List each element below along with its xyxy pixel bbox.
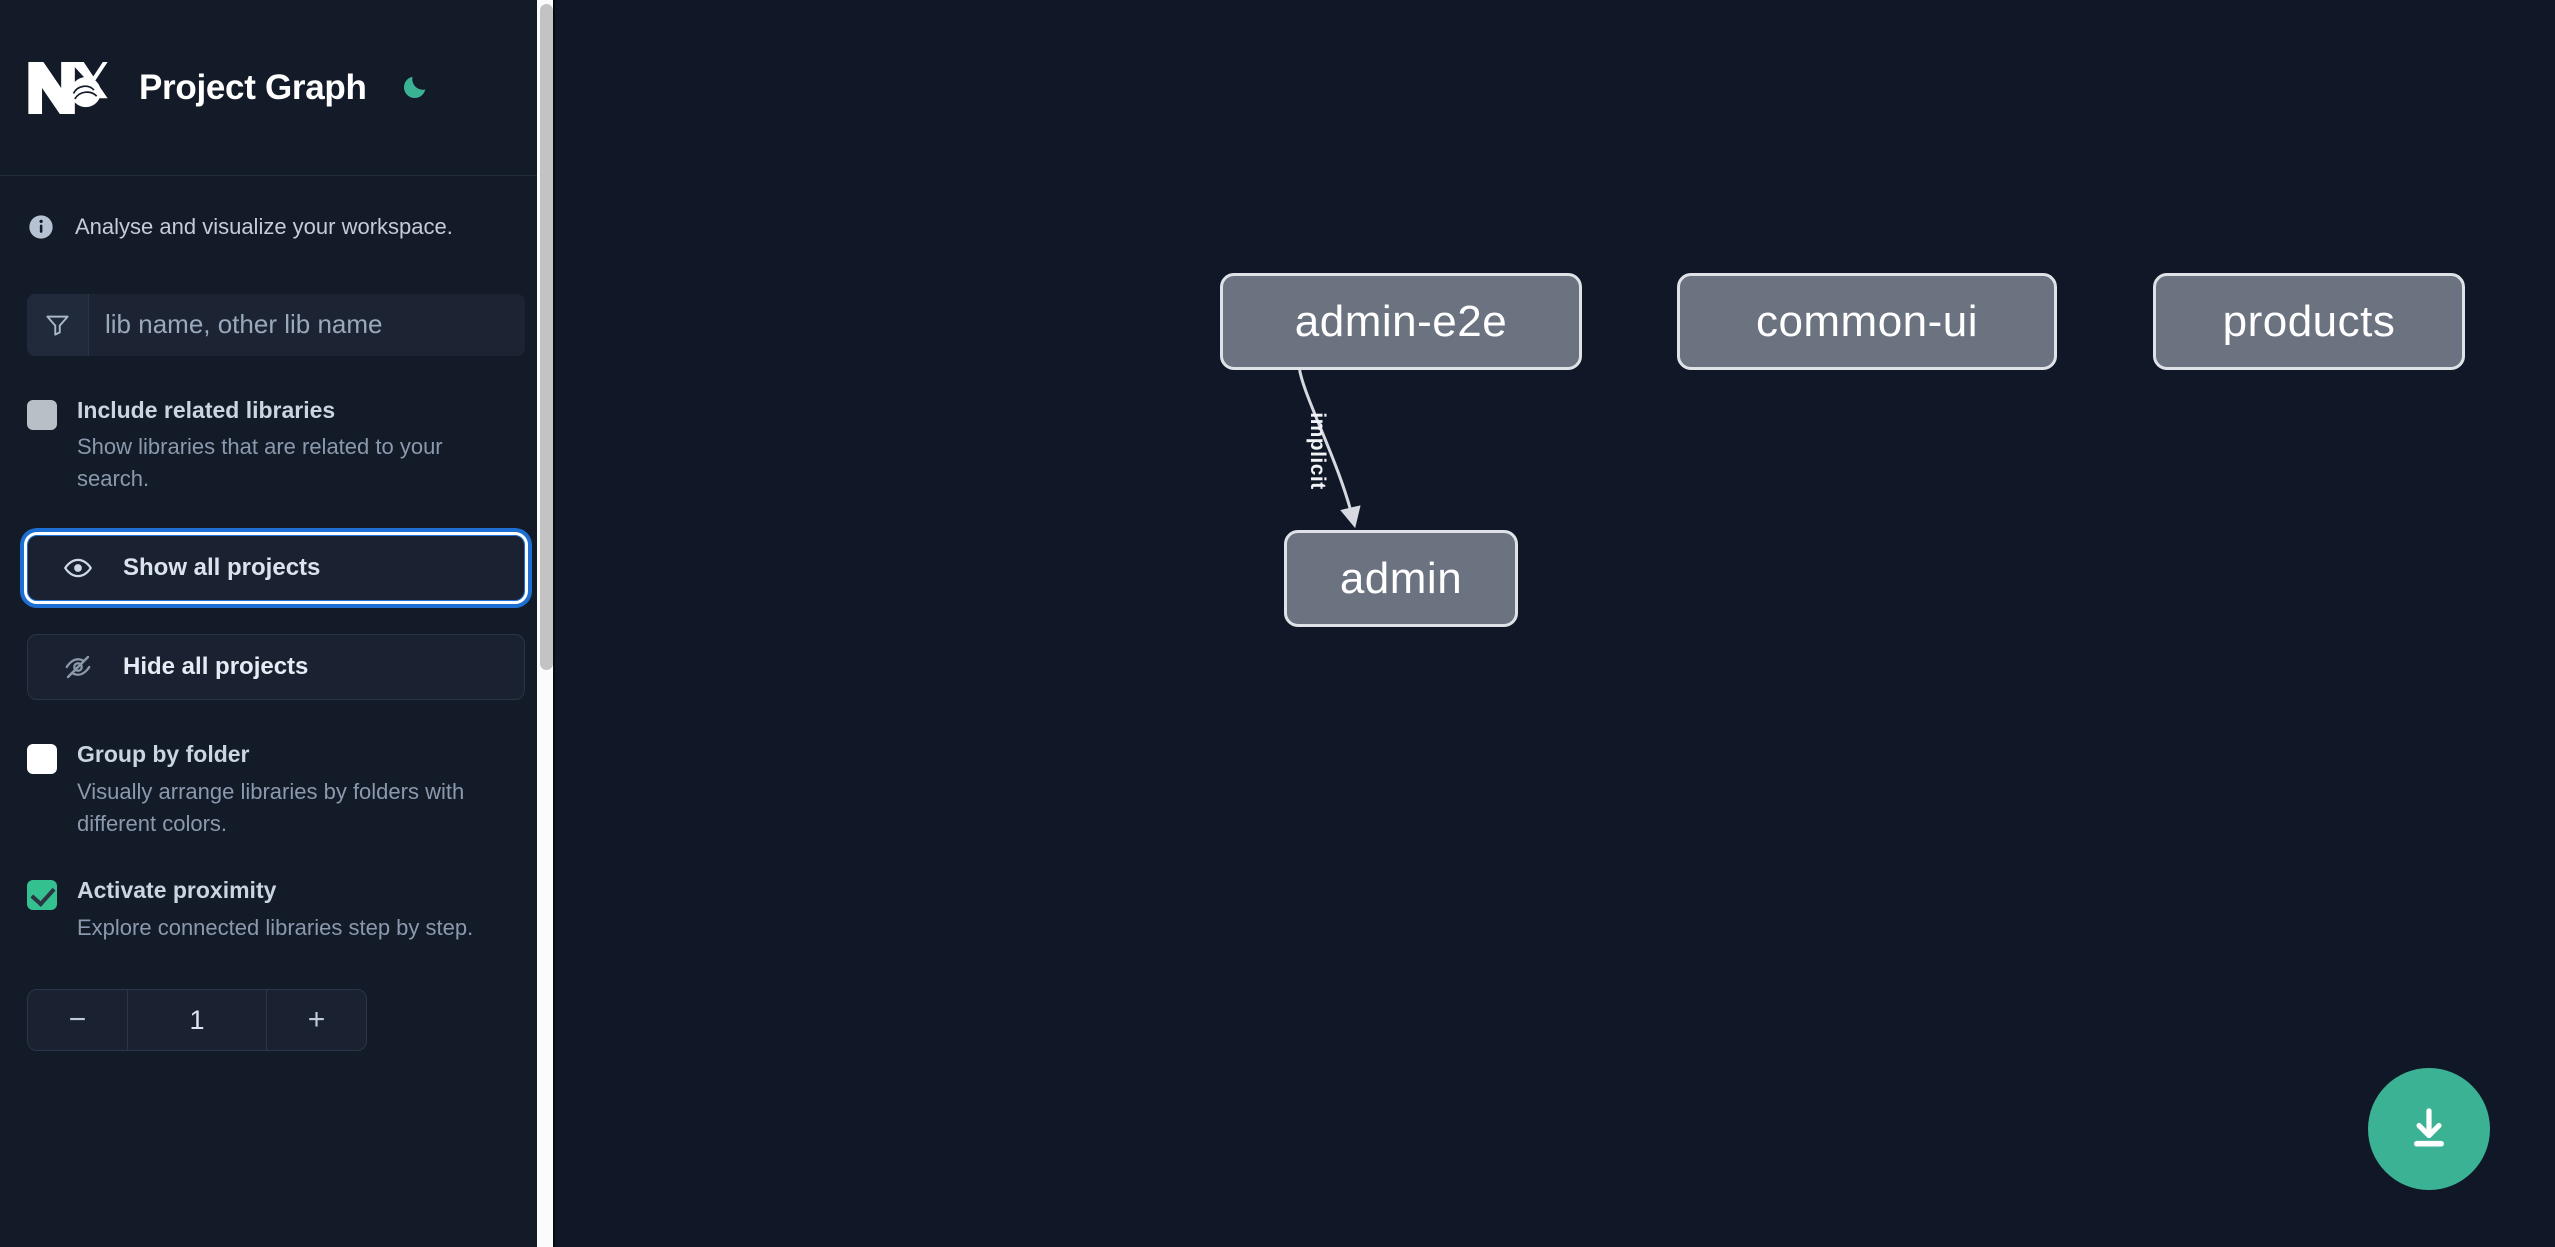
graph-node-common-ui[interactable]: common-ui [1677, 273, 2057, 370]
hide-all-projects-label: Hide all projects [123, 653, 309, 681]
search-input[interactable] [89, 293, 525, 356]
group-by-folder-checkbox[interactable] [27, 744, 57, 775]
activate-proximity-description: Explore connected libraries step by step… [77, 914, 474, 940]
group-by-folder-description: Visually arrange libraries by folders wi… [77, 778, 465, 836]
stepper-increment-button[interactable]: + [266, 990, 366, 1051]
moon-icon[interactable] [395, 69, 433, 107]
page-title: Project Graph [139, 67, 367, 107]
show-all-projects-label: Show all projects [123, 554, 321, 582]
graph-node-products[interactable]: products [2153, 273, 2465, 370]
show-all-projects-button[interactable]: Show all projects [24, 532, 528, 605]
hide-all-projects-button[interactable]: Hide all projects [27, 634, 525, 701]
include-related-libraries-checkbox[interactable] [27, 399, 57, 430]
sidebar: Project Graph Analyse and visualize your… [0, 0, 555, 1247]
include-related-libraries-description: Show libraries that are related to your … [77, 434, 443, 492]
group-by-folder-label: Group by folder [77, 741, 250, 768]
nx-logo-icon [27, 59, 109, 117]
graph-node-label: common-ui [1755, 296, 1979, 346]
workspace-info-text: Analyse and visualize your workspace. [75, 214, 453, 239]
funnel-icon [27, 293, 89, 356]
workspace-info: Analyse and visualize your workspace. [0, 176, 555, 242]
option-activate-proximity[interactable]: Activate proximity Explore connected lib… [27, 876, 525, 944]
sidebar-controls: Include related libraries Show libraries… [0, 293, 555, 1052]
graph-node-admin-e2e[interactable]: admin-e2e [1220, 273, 1582, 370]
graph-canvas[interactable]: admin-e2ecommon-uiproductsstore-e2eadmin… [555, 0, 2555, 1247]
include-related-libraries-label: Include related libraries [77, 396, 336, 423]
activate-proximity-label: Activate proximity [77, 876, 277, 903]
activate-proximity-checkbox[interactable] [27, 879, 57, 910]
info-circle-icon [27, 213, 55, 241]
graph-edge-label: implicit [1305, 412, 1329, 490]
download-icon [2414, 1108, 2444, 1147]
stepper-value: 1 [128, 990, 266, 1051]
sidebar-divider [553, 0, 555, 1247]
option-include-related-libraries[interactable]: Include related libraries Show libraries… [27, 396, 525, 496]
filter-field[interactable] [27, 293, 525, 356]
stepper-decrement-button[interactable]: − [28, 990, 128, 1051]
graph-node-label: admin-e2e [1294, 296, 1508, 346]
graph-edges [1298, 369, 1361, 529]
eye-icon [63, 553, 97, 583]
proximity-stepper: − 1 + [27, 989, 367, 1052]
graph-node-admin[interactable]: admin [1284, 530, 1518, 627]
graph-node-label: admin [1339, 553, 1463, 603]
graph-node-label: products [2222, 296, 2396, 346]
sidebar-scrollbar-thumb[interactable] [540, 4, 553, 670]
download-graph-button[interactable] [2368, 1068, 2490, 1190]
sidebar-scrollbar[interactable] [537, 0, 555, 1247]
sidebar-header: Project Graph [0, 0, 555, 176]
eye-off-icon [63, 652, 97, 682]
option-group-by-folder[interactable]: Group by folder Visually arrange librari… [27, 740, 525, 840]
